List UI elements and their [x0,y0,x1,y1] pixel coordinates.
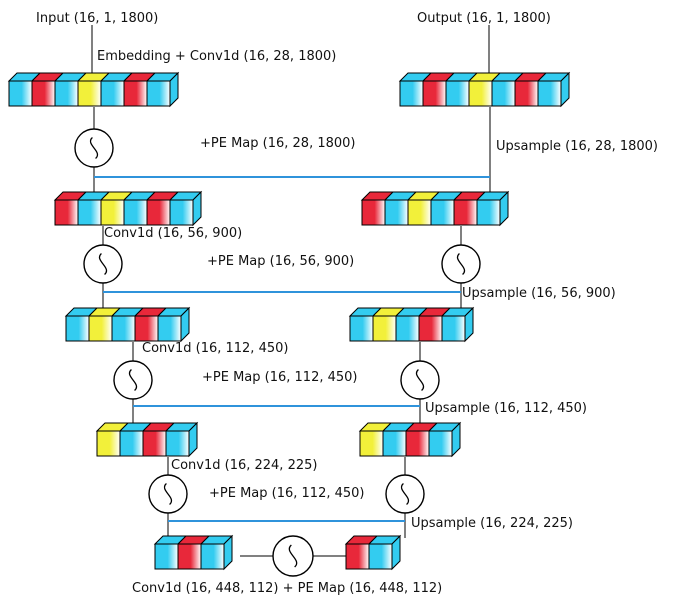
cube-red [514,80,539,107]
cube-side-face [499,190,509,227]
cube-red [146,199,171,226]
input-label: Input (16, 1, 1800) [36,11,158,26]
cube-cyan [399,80,424,107]
sine-wave-circle-icon [385,474,425,514]
cube-cyan [146,80,171,107]
cube-yellow [100,199,125,226]
sine-wave-circle-icon [400,360,440,400]
decoder-up-label-3: Upsample (16, 112, 450) [425,401,587,416]
encoder-op-label-1: Embedding + Conv1d (16, 28, 1800) [97,49,336,64]
pe-label-2: +PE Map (16, 56, 900) [207,254,354,269]
cube-yellow [407,199,432,226]
feature-blocks [7,71,571,571]
output-label: Output (16, 1, 1800) [417,11,551,26]
cube-cyan [54,80,79,107]
sine-wave-circle-icon [74,128,114,168]
cube-red [134,315,159,342]
cube-cyan [119,430,144,457]
cube-side-face [560,71,570,108]
pe-label-1: +PE Map (16, 28, 1800) [200,136,356,151]
cube-cyan [349,315,374,342]
pe-label-4: +PE Map (16, 112, 450) [209,486,365,501]
cube-cyan [445,80,470,107]
cube-cyan [491,80,516,107]
sine-wave-circle-icon [272,535,314,577]
bottleneck-label: Conv1d (16, 448, 112) + PE Map (16, 448,… [132,581,442,596]
cube-cyan [428,430,453,457]
connection-lines [91,25,491,557]
cube-cyan [8,80,33,107]
cube-red [142,430,167,457]
cube-side-face [223,534,233,571]
pe-label-3: +PE Map (16, 112, 450) [202,370,358,385]
cube-red [31,80,56,107]
cube-side-face [451,421,461,458]
cube-cyan [537,80,562,107]
cube-yellow [77,80,102,107]
encoder-block-4 [95,421,199,458]
cube-side-face [192,190,202,227]
cube-cyan [111,315,136,342]
cube-side-face [464,306,474,343]
cube-side-face [391,534,401,571]
cube-yellow [359,430,384,457]
cube-cyan [476,199,501,226]
encoder-op-label-3: Conv1d (16, 112, 450) [142,341,288,356]
cube-red [422,80,447,107]
cube-cyan [395,315,420,342]
cube-cyan [368,543,393,570]
decoder-block-2 [360,190,510,227]
cube-red [123,80,148,107]
cube-cyan [157,315,182,342]
cube-cyan [384,199,409,226]
cube-cyan [200,543,225,570]
cube-red [418,315,443,342]
cube-red [54,199,79,226]
cube-cyan [382,430,407,457]
cube-cyan [65,315,90,342]
sine-wave-circle-icon [113,360,153,400]
sine-wave-circle-icon [441,244,481,284]
bottleneck-left-block [153,534,234,571]
decoder-up-label-1: Upsample (16, 28, 1800) [496,139,658,154]
sine-wave-circle-icon [83,244,123,284]
cube-yellow [372,315,397,342]
cube-side-face [188,421,198,458]
cube-cyan [123,199,148,226]
cube-cyan [441,315,466,342]
cube-red [361,199,386,226]
cube-yellow [468,80,493,107]
cube-red [453,199,478,226]
cube-red [405,430,430,457]
cube-red [345,543,370,570]
cube-cyan [165,430,190,457]
decoder-block-3 [348,306,475,343]
decoder-block-1 [398,71,571,108]
cube-yellow [88,315,113,342]
sine-wave-circle-icon [148,474,188,514]
encoder-op-label-2: Conv1d (16, 56, 900) [104,226,242,241]
pe-icons [74,128,481,577]
cube-cyan [169,199,194,226]
bottleneck-right-block [344,534,402,571]
encoder-block-3 [64,306,191,343]
decoder-block-4 [358,421,462,458]
cube-cyan [100,80,125,107]
cube-side-face [180,306,190,343]
cube-red [177,543,202,570]
cube-yellow [96,430,121,457]
encoder-block-2 [53,190,203,227]
decoder-up-label-4: Upsample (16, 224, 225) [411,516,573,531]
cube-side-face [169,71,179,108]
cube-cyan [154,543,179,570]
cube-cyan [430,199,455,226]
encoder-block-1 [7,71,180,108]
cube-cyan [77,199,102,226]
encoder-op-label-4: Conv1d (16, 224, 225) [171,458,317,473]
decoder-up-label-2: Upsample (16, 56, 900) [462,286,616,301]
